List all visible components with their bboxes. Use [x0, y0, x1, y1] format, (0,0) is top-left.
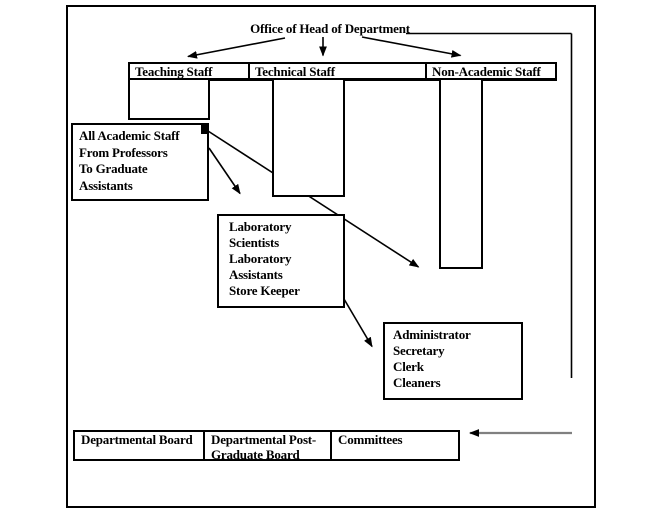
admin-staff-line: Cleaners — [393, 375, 441, 390]
figure-border — [66, 5, 596, 508]
chart-title: Office of Head of Department — [250, 21, 410, 36]
teaching-staff-sub-box — [128, 78, 210, 120]
departmental-board-label: Departmental Board — [81, 432, 193, 447]
admin-staff-box: Administrator Secretary Clerk Cleaners — [383, 322, 523, 400]
bottom-cell-departmental-board: Departmental Board — [73, 430, 205, 461]
non-academic-staff-label: Non-Academic Staff — [432, 64, 541, 79]
laboratory-staff-box: Laboratory Scientists Laboratory Assista… — [217, 214, 345, 308]
technical-staff-label: Technical Staff — [255, 64, 335, 79]
bottom-cell-postgraduate-board: Departmental Post-Graduate Board — [203, 430, 332, 461]
academic-staff-line: From Professors — [79, 144, 168, 160]
postgraduate-board-label: Departmental Post-Graduate Board — [211, 432, 317, 462]
admin-staff-line: Administrator — [393, 327, 471, 342]
laboratory-staff-line: Scientists — [229, 235, 280, 250]
laboratory-staff-line: Store Keeper — [229, 283, 300, 298]
bottom-cell-committees: Committees — [330, 430, 460, 461]
committees-label: Committees — [338, 432, 403, 447]
technical-staff-sub-box — [272, 78, 345, 197]
laboratory-staff-line: Laboratory — [229, 219, 292, 234]
academic-staff-line: All Academic Staff — [79, 128, 180, 143]
admin-staff-line: Secretary — [393, 343, 445, 358]
academic-staff-line: To Graduate — [79, 161, 148, 176]
laboratory-staff-line: Laboratory — [229, 251, 292, 266]
teaching-staff-label: Teaching Staff — [135, 64, 213, 79]
non-academic-staff-sub-box — [439, 78, 483, 269]
arrow-origin-mark — [201, 124, 209, 134]
header-cell-non-academic-staff: Non-Academic Staff — [425, 62, 557, 81]
admin-staff-line: Clerk — [393, 359, 424, 374]
academic-staff-line: Assistants — [79, 177, 133, 193]
laboratory-staff-line: Assistants — [229, 267, 283, 282]
academic-staff-box: All Academic Staff From Professors To Gr… — [71, 123, 209, 201]
